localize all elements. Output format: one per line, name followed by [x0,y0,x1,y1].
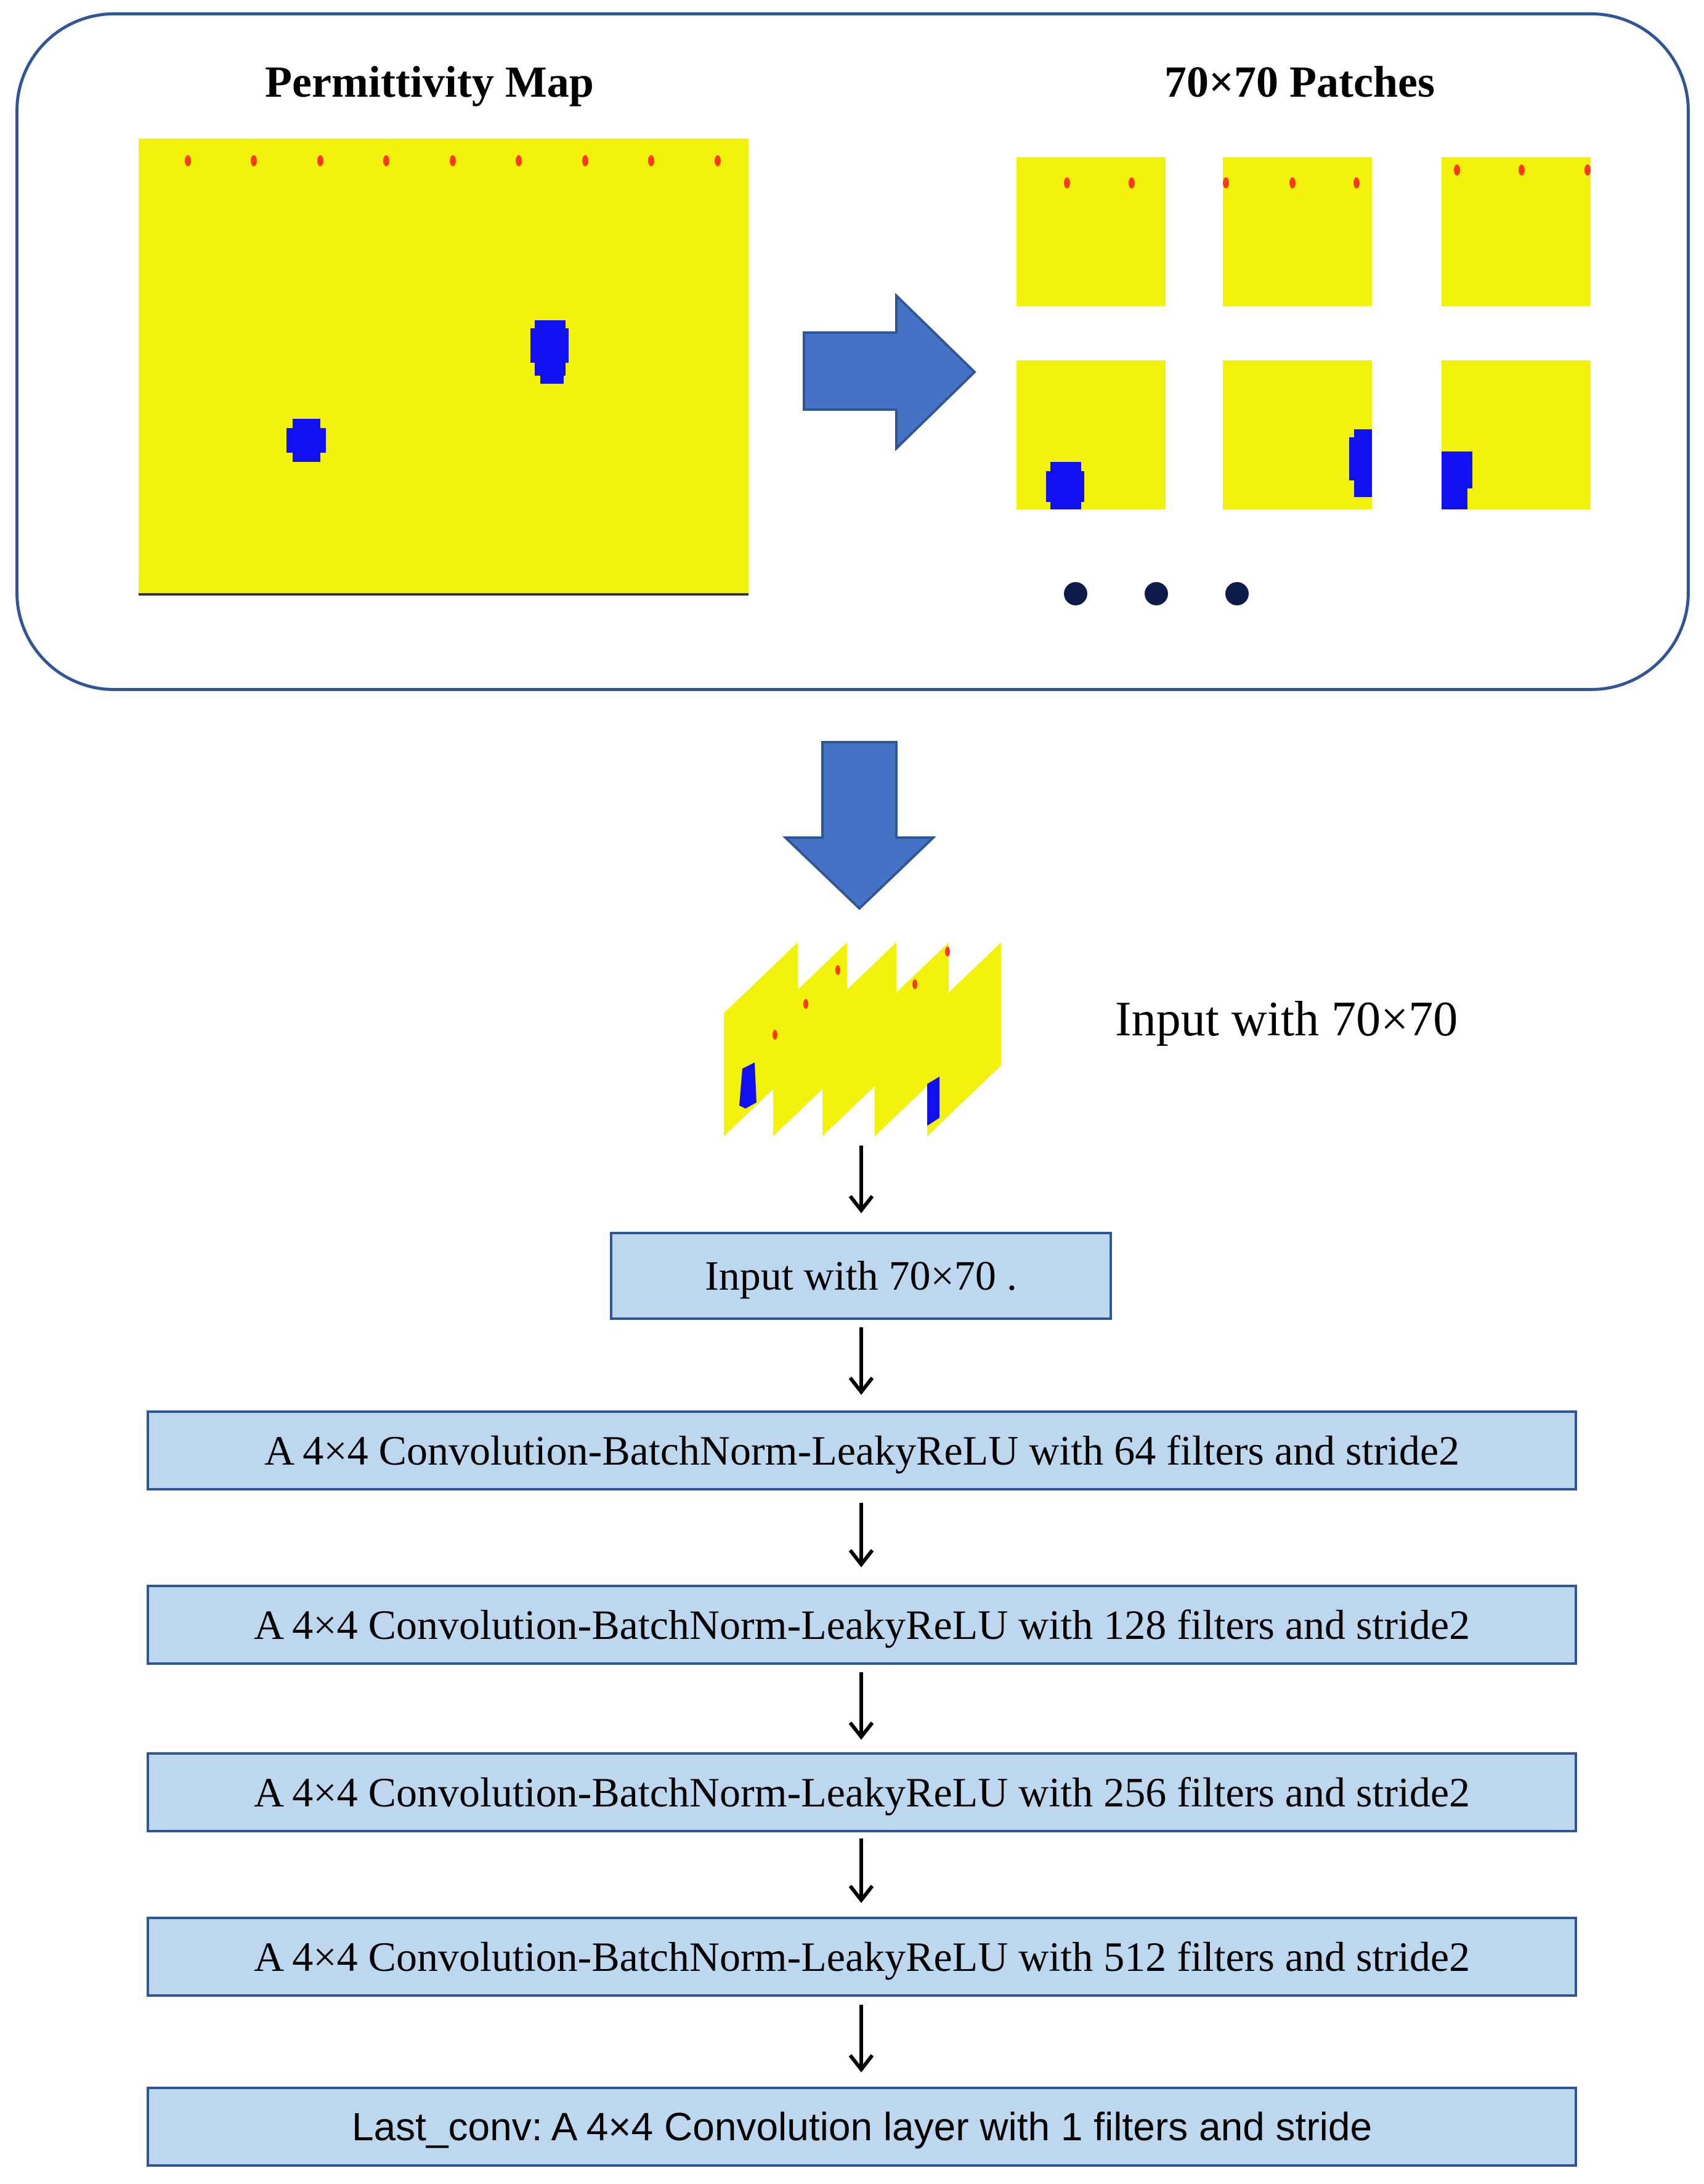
arrowhead [848,1195,874,1213]
source-marker [648,155,654,166]
patch-3 [1442,157,1591,306]
ellipsis-dot [1145,582,1168,605]
patch-6 [1442,360,1591,509]
patch-2 [1223,157,1372,306]
arrowhead [848,1885,874,1903]
source-marker [317,155,323,166]
stacked-patch-3 [822,942,896,1136]
ellipsis-dot [1064,582,1087,605]
stacked-patch-4 [875,942,950,1136]
conv-layer-256-box: A 4×4 Convolution-BatchNorm-LeakyReLU wi… [147,1752,1577,1832]
patches-heading: 70×70 Patches [1164,57,1435,107]
arrowhead [848,1721,874,1740]
arrowhead [848,1377,874,1395]
patch-4 [1016,360,1166,509]
stacked-patch-2 [773,942,847,1136]
stacked-patch-1 [724,942,798,1136]
conv-layer-64-box: A 4×4 Convolution-BatchNorm-LeakyReLU wi… [147,1410,1577,1490]
arrowhead [848,2054,874,2073]
permittivity-map-heading: Permittivity Map [265,57,594,107]
permittivity-map [139,139,749,596]
source-marker [450,155,456,166]
stacked-patch-5 [927,942,1001,1136]
last-conv-layer-box: Last_conv: A 4×4 Convolution layer with … [147,2087,1577,2167]
source-marker [582,155,588,166]
source-marker [251,155,257,166]
input-layer-box: Input with 70×70 . [610,1232,1112,1320]
ellipsis-dot [1225,582,1249,605]
source-marker [715,155,721,166]
arrowhead [848,1549,874,1567]
conv-layer-128-box: A 4×4 Convolution-BatchNorm-LeakyReLU wi… [147,1585,1577,1665]
source-marker [516,155,522,166]
conv-layer-512-box: A 4×4 Convolution-BatchNorm-LeakyReLU wi… [147,1917,1577,1997]
patch-1 [1016,157,1166,306]
source-marker [185,155,191,166]
patch-5 [1223,360,1372,509]
input-size-label: Input with 70×70 [1115,992,1458,1046]
source-marker [383,155,389,166]
